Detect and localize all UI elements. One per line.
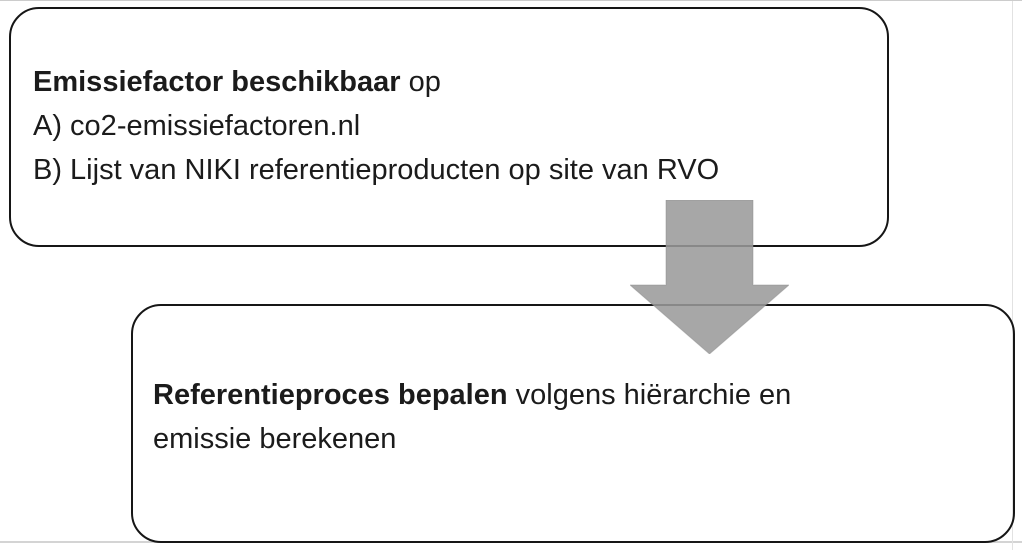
bottom-box-title-bold: Referentieproces bepalen bbox=[153, 379, 508, 411]
top-box-title: Emissiefactor beschikbaar op bbox=[33, 60, 869, 104]
bottom-box-line2: emissie berekenen bbox=[153, 423, 397, 455]
bottom-box-title: Referentieproces bepalen volgens hiërarc… bbox=[153, 373, 995, 417]
emission-factor-box: Emissiefactor beschikbaar op A) co2-emis… bbox=[9, 7, 889, 247]
reference-process-box: Referentieproces bepalen volgens hiërarc… bbox=[131, 304, 1015, 543]
top-box-item-a: A) co2-emissiefactoren.nl bbox=[33, 110, 361, 142]
down-arrow-shape bbox=[630, 200, 789, 354]
right-rule bbox=[1012, 1, 1013, 550]
top-box-title-rest: op bbox=[400, 66, 441, 98]
bottom-box-title-rest: volgens hiërarchie en bbox=[507, 379, 792, 411]
top-box-item-b: B) Lijst van NIKI referentieproducten op… bbox=[33, 154, 720, 186]
top-box-title-bold: Emissiefactor beschikbaar bbox=[33, 66, 401, 98]
down-arrow-icon bbox=[630, 200, 789, 354]
